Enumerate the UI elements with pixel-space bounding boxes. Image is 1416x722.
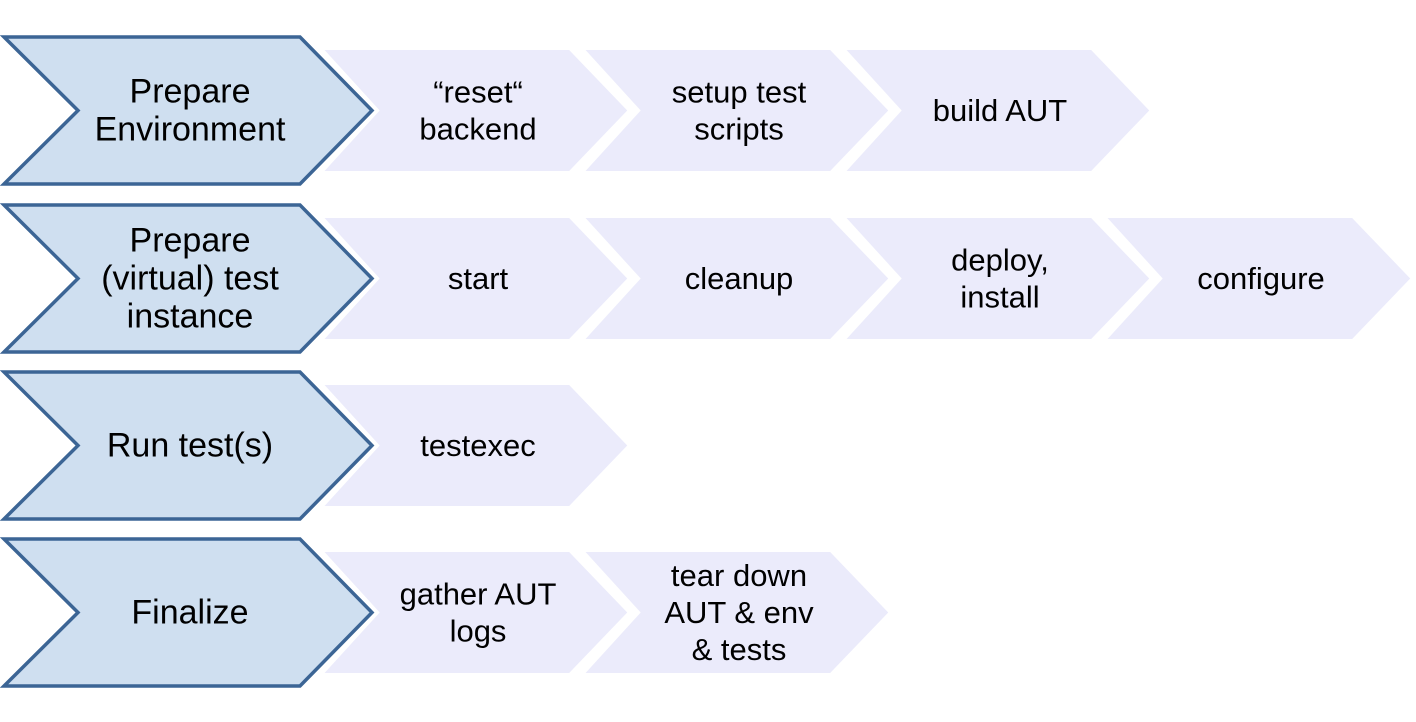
step-label-line-1: start xyxy=(448,261,509,296)
step-label-line-1: deploy, xyxy=(951,243,1049,278)
step-label-line-2: logs xyxy=(450,614,507,649)
phase-3: Run test(s) xyxy=(0,370,375,521)
phase-chevron xyxy=(0,35,375,186)
step-1-3: build AUT xyxy=(837,46,1155,175)
step-chevron xyxy=(315,214,633,343)
step-label-line-1: gather AUT xyxy=(400,577,557,612)
step-chevron xyxy=(576,46,894,175)
step-label-line-2: scripts xyxy=(694,112,784,147)
step-label-line-1: configure xyxy=(1197,261,1325,296)
step-chevron xyxy=(315,548,633,677)
phase-label-line-3: instance xyxy=(127,298,254,336)
phase-4: Finalize xyxy=(0,537,375,688)
step-3-1: testexec xyxy=(315,381,633,510)
step-label-line-3: & tests xyxy=(692,632,787,667)
step-label-line-2: install xyxy=(960,280,1039,315)
step-label-line-1: tear down xyxy=(671,558,807,593)
step-chevron xyxy=(315,381,633,510)
step-label-line-2: AUT & env xyxy=(664,595,814,630)
step-label-line-1: build AUT xyxy=(933,93,1067,128)
step-2-3: deploy,install xyxy=(837,214,1155,343)
phase-label-line-1: Prepare xyxy=(130,73,251,111)
step-label-line-1: cleanup xyxy=(685,261,794,296)
step-chevron xyxy=(576,214,894,343)
step-chevron xyxy=(576,548,894,677)
step-chevron xyxy=(1098,214,1416,343)
step-chevron xyxy=(837,214,1155,343)
step-chevron xyxy=(837,46,1155,175)
phase-chevron xyxy=(0,370,375,521)
step-1-1: “reset“backend xyxy=(315,46,633,175)
phase-label-line-1: Finalize xyxy=(131,594,248,632)
phase-label-line-2: (virtual) test xyxy=(101,260,279,298)
phase-label-line-1: Prepare xyxy=(130,222,251,260)
step-label-line-1: testexec xyxy=(420,428,535,463)
step-2-2: cleanup xyxy=(576,214,894,343)
phase-chevron xyxy=(0,203,375,354)
step-2-4: configure xyxy=(1098,214,1416,343)
step-label-line-2: backend xyxy=(419,112,536,147)
step-2-1: start xyxy=(315,214,633,343)
step-label-line-1: setup test xyxy=(672,75,807,110)
phase-label-line-1: Run test(s) xyxy=(107,427,273,465)
step-chevron xyxy=(315,46,633,175)
phase-label-line-2: Environment xyxy=(95,111,286,149)
step-label-line-1: “reset“ xyxy=(433,75,523,110)
phase-chevron xyxy=(0,537,375,688)
